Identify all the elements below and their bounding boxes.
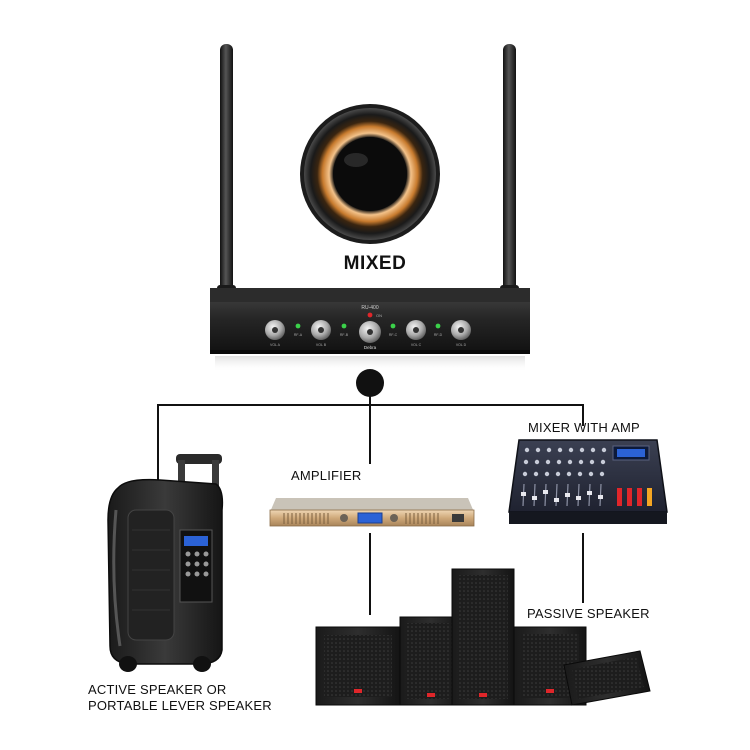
brand-logo: Debra	[364, 345, 377, 350]
passive-speaker-label: PASSIVE SPEAKER	[527, 606, 650, 621]
output-node	[356, 369, 384, 397]
vol-label-b: VOL B	[316, 343, 327, 347]
active-speaker-label-line1: ACTIVE SPEAKER OR	[88, 682, 227, 697]
power-led	[367, 312, 373, 318]
vol-label-a: VOL A	[270, 343, 281, 347]
model-label: RU-400	[361, 305, 378, 311]
amplifier-device	[269, 498, 475, 527]
volume-knob-c[interactable]	[406, 320, 426, 340]
mixer-device	[508, 439, 668, 524]
rf-led-c	[390, 323, 396, 329]
passive-speaker-1	[315, 626, 401, 706]
rf-led-b	[341, 323, 347, 329]
mixed-title: MIXED	[343, 253, 407, 274]
volume-knob-d[interactable]	[451, 320, 471, 340]
passive-speakers-group	[315, 568, 651, 706]
rf-led-a	[295, 323, 301, 329]
amplifier-label: AMPLIFIER	[291, 468, 362, 483]
mixed-ring-icon	[300, 104, 440, 244]
connector-to-active-speaker	[157, 404, 159, 482]
vol-label-c: VOL C	[411, 343, 422, 347]
vol-label-d: VOL D	[456, 343, 467, 347]
volume-knob-b[interactable]	[311, 320, 331, 340]
rf-label-c: RF-C	[389, 333, 398, 337]
connector-to-amplifier	[369, 404, 371, 464]
rf-label-d: RF-D	[434, 333, 443, 337]
connector-mixer-to-speakers	[582, 533, 584, 603]
passive-speaker-3	[451, 568, 515, 706]
passive-speaker-monitor	[563, 650, 651, 706]
connector-amplifier-to-speakers	[369, 533, 371, 615]
rf-label-b: RF-B	[340, 333, 349, 337]
receiver-device: RU-400 ON RF-A RF-B RF-C RF-D VOL A VOL …	[210, 44, 530, 372]
rf-led-d	[435, 323, 441, 329]
mixer-label: MIXER WITH AMP	[528, 420, 640, 435]
connector-to-mixer	[582, 404, 584, 426]
volume-knob-a[interactable]	[265, 320, 285, 340]
rf-label-a: RF-A	[294, 333, 303, 337]
connector-stem	[369, 395, 371, 406]
active-speaker-label-line2: PORTABLE LEVER SPEAKER	[88, 698, 272, 713]
active-speaker-device	[107, 454, 224, 672]
master-volume-knob[interactable]	[359, 321, 381, 343]
power-label: ON	[376, 313, 382, 318]
